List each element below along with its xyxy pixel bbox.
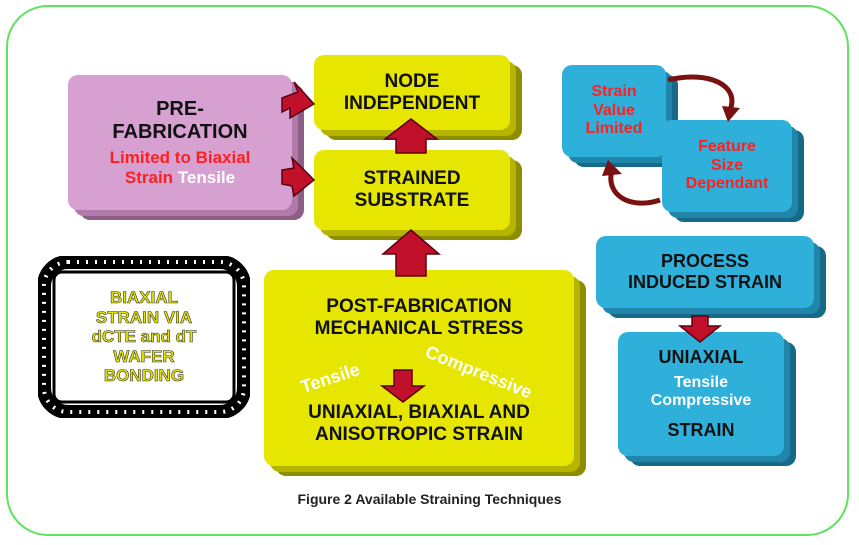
- feature-size-line-2: Size: [710, 156, 743, 174]
- post-fabrication-result-1: UNIAXIAL, BIAXIAL AND: [308, 401, 530, 423]
- pre-fabrication-title-1: PRE-: [156, 97, 204, 120]
- post-fabrication-result-2: ANISOTROPIC STRAIN: [315, 423, 523, 445]
- post-fabrication-title-1: POST-FABRICATION: [326, 296, 512, 317]
- bonding-line-2: STRAIN VIA: [95, 307, 193, 327]
- pre-fabrication-red-1: Limited to Biaxial: [109, 147, 251, 167]
- node-independent-box: NODE INDEPENDENT: [314, 55, 510, 130]
- pre-fabrication-white: Tensile: [177, 167, 236, 187]
- strain-value-line-3: Limited: [585, 120, 643, 138]
- figure-caption: Figure 2 Available Straining Techniques: [297, 491, 562, 507]
- strained-substrate-line-1: STRAINED: [363, 168, 461, 190]
- bonding-line-3: dCTE and dT: [91, 327, 197, 347]
- uniaxial-strain: STRAIN: [667, 420, 735, 441]
- feature-size-box: Feature Size Dependant: [662, 120, 792, 212]
- strain-value-box: Strain Value Limited: [562, 65, 666, 157]
- node-independent-line-2: INDEPENDENT: [343, 92, 481, 114]
- wafer-bonding-box: BIAXIAL STRAIN VIA dCTE and dT WAFER BON…: [37, 255, 251, 419]
- strain-value-line-2: Value: [593, 101, 635, 119]
- uniaxial-box: UNIAXIAL Tensile Compressive STRAIN: [618, 332, 784, 456]
- strain-value-line-1: Strain: [591, 83, 637, 101]
- process-induced-line-2: INDUCED STRAIN: [627, 272, 782, 292]
- pre-fabrication-title-2: FABRICATION: [112, 120, 248, 143]
- uniaxial-sub-2: Compressive: [650, 392, 752, 409]
- pre-fabrication-box: PRE- FABRICATION Limited to Biaxial Stra…: [68, 75, 292, 210]
- process-induced-box: PROCESS INDUCED STRAIN: [596, 236, 814, 308]
- strained-substrate-line-2: SUBSTRATE: [354, 190, 470, 211]
- diagram-frame: [6, 5, 849, 536]
- pre-fabrication-red-2: Strain: [124, 167, 174, 187]
- bonding-line-1: BIAXIAL: [110, 288, 179, 308]
- node-independent-line-1: NODE: [384, 70, 440, 92]
- uniaxial-title: UNIAXIAL: [658, 346, 744, 367]
- feature-size-line-1: Feature: [698, 138, 756, 156]
- post-fabrication-title-2: MECHANICAL STRESS: [314, 317, 524, 339]
- bonding-line-5: BONDING: [103, 366, 185, 386]
- post-fabrication-box: POST-FABRICATION MECHANICAL STRESS UNIAX…: [264, 270, 574, 466]
- process-induced-line-1: PROCESS: [660, 251, 750, 272]
- strained-substrate-box: STRAINED SUBSTRATE: [314, 150, 510, 230]
- uniaxial-sub-1: Tensile: [674, 373, 728, 391]
- wafer-bonding-text: BIAXIAL STRAIN VIA dCTE and dT WAFER BON…: [60, 278, 228, 396]
- pre-fabrication-line-4: Strain Tensile: [125, 168, 235, 188]
- feature-size-line-3: Dependant: [685, 175, 769, 193]
- bonding-line-4: WAFER: [113, 346, 175, 366]
